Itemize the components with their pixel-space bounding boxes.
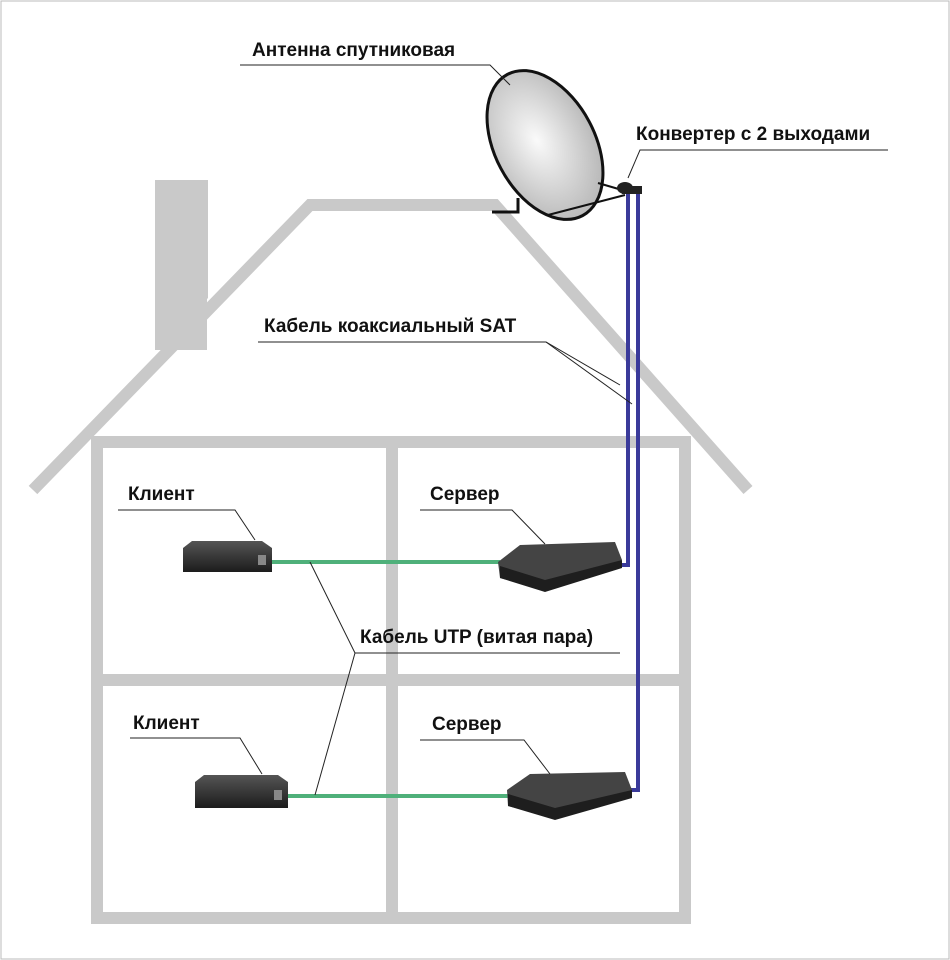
coax-cable-1 [622,194,630,567]
server-top-device [498,542,622,592]
client-bottom-device [195,775,288,808]
server-bottom-device [507,772,632,820]
coax-cables [622,194,640,792]
label-antenna: Антенна спутниковая [252,40,456,61]
house [28,180,753,924]
satellite-dish [485,69,642,221]
label-server-top: Сервер [430,484,500,505]
label-coax-cable: Кабель коаксиальный SAT [264,316,517,337]
client-top-device [183,541,272,572]
leader-lines [118,64,888,796]
coax-cable-2 [630,194,640,792]
label-utp-cable: Кабель UTP (витая пара) [360,627,594,648]
label-server-bottom: Сервер [432,714,502,735]
label-converter: Конвертер с 2 выходами [636,124,871,145]
label-client-bottom: Клиент [133,713,200,734]
label-client-top: Клиент [128,484,195,505]
